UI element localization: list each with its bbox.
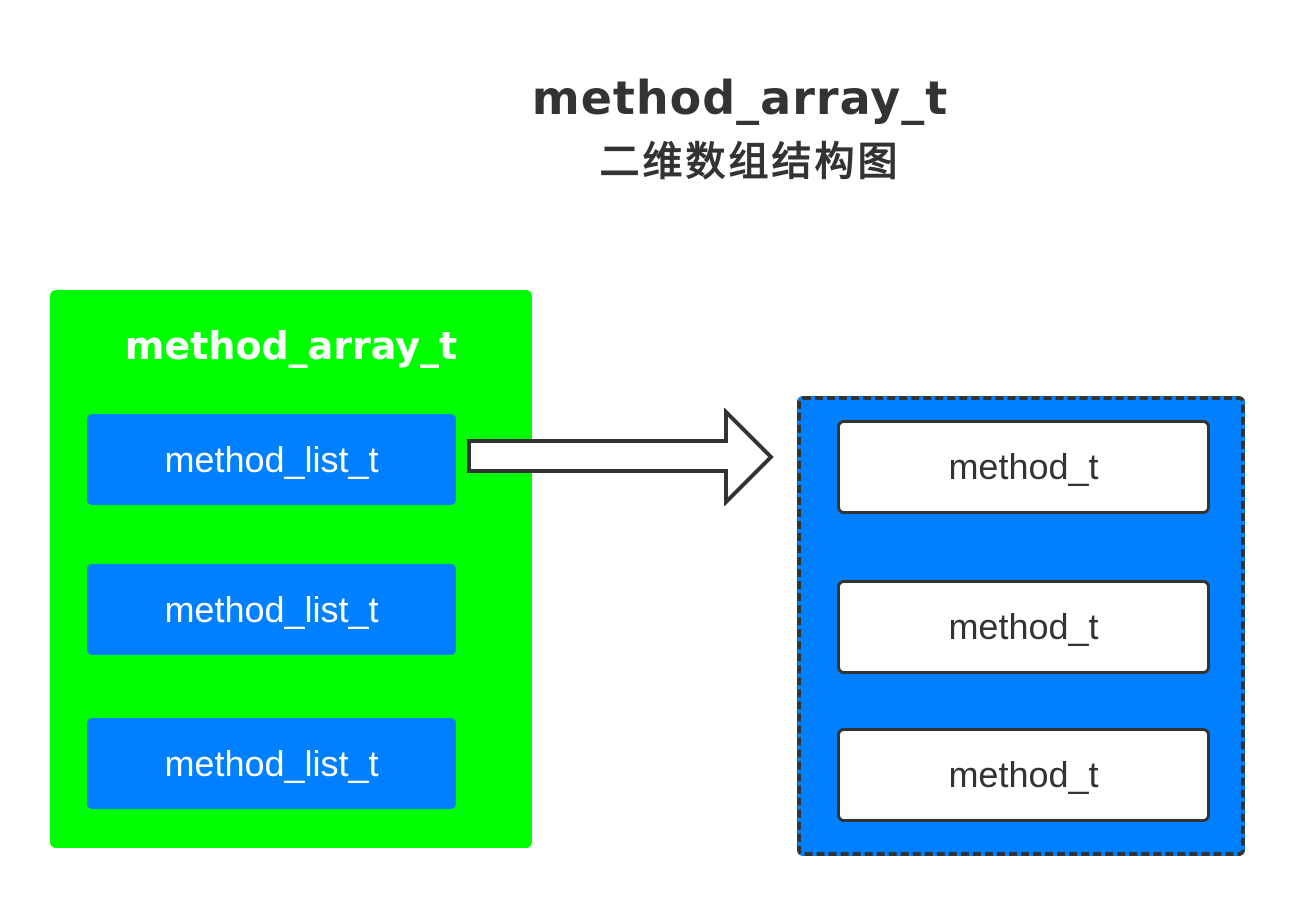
method-item: method_t (837, 420, 1210, 514)
method-list-item: method_list_t (87, 718, 456, 809)
method-array-label: method_array_t (124, 324, 458, 368)
method-list-box: method_t method_t method_t (797, 396, 1245, 856)
right-arrow-icon (467, 408, 774, 506)
method-item: method_t (837, 728, 1210, 822)
diagram-title: method_array_t (531, 71, 949, 125)
method-array-box: method_array_t method_list_t method_list… (50, 290, 532, 848)
method-item: method_t (837, 580, 1210, 674)
method-list-item: method_list_t (87, 414, 456, 505)
diagram-subtitle: 二维数组结构图 (599, 138, 901, 185)
method-list-item: method_list_t (87, 564, 456, 655)
